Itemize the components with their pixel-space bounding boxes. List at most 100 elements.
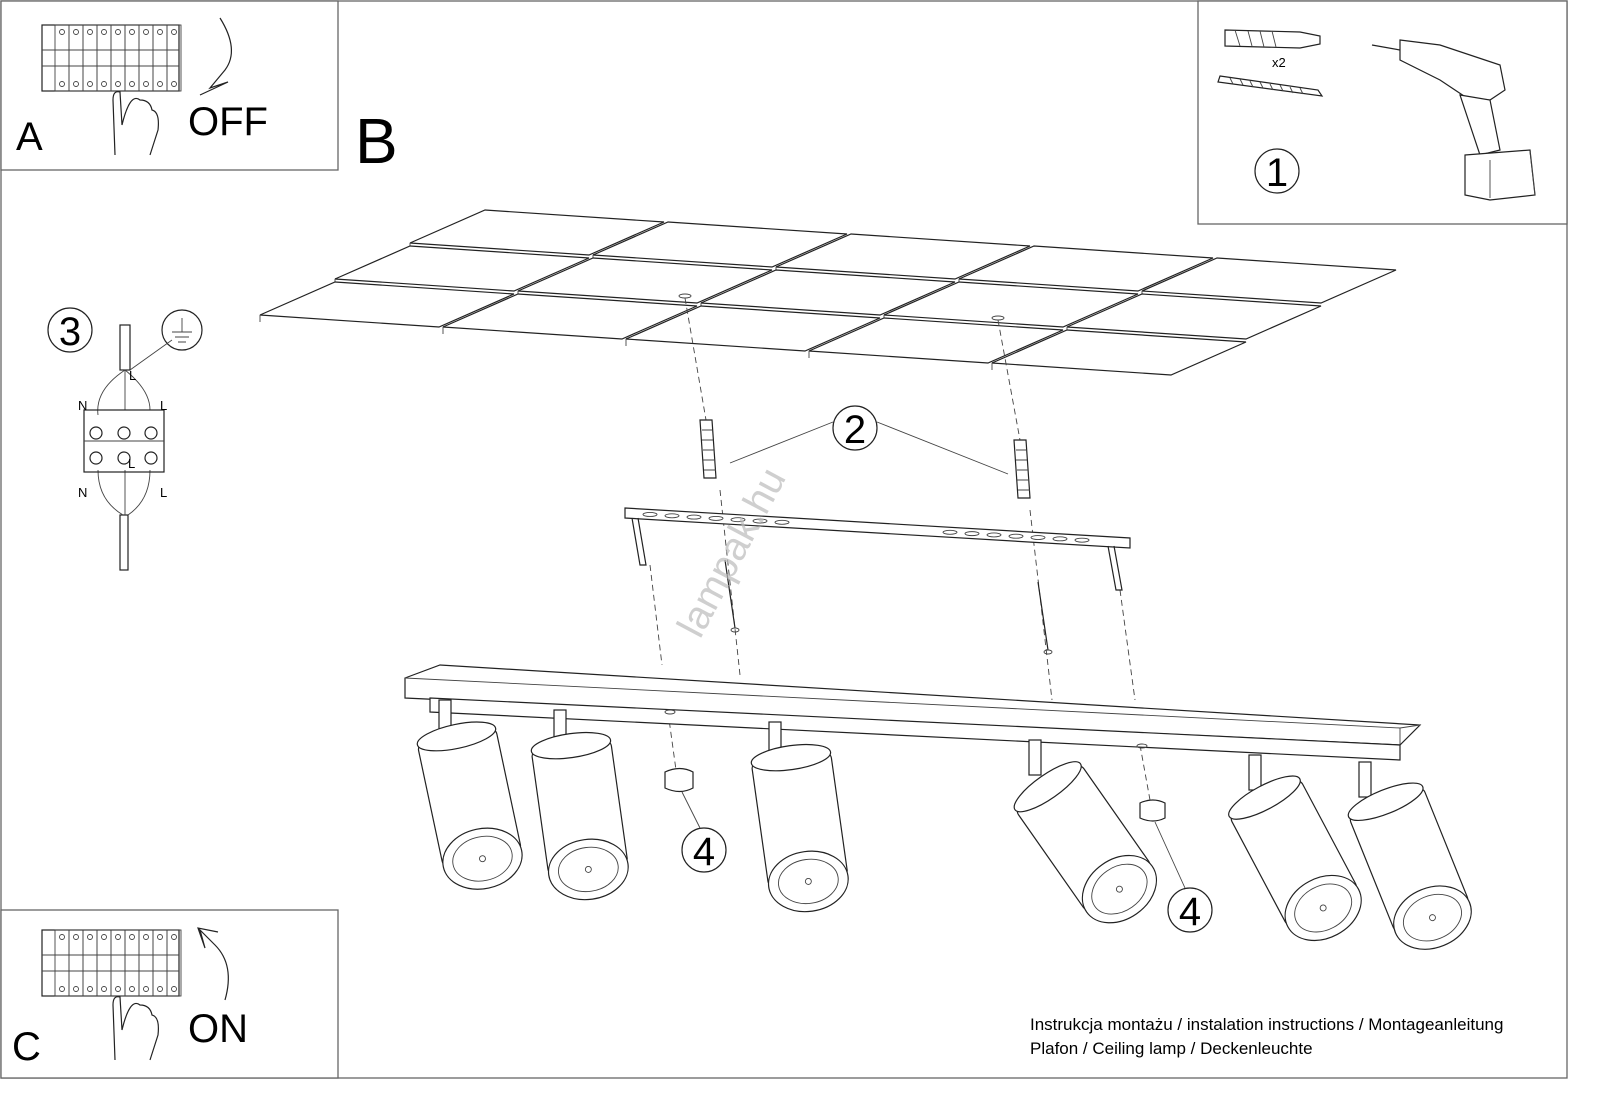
ceiling-tile <box>442 293 698 340</box>
caption-line-2: Plafon / Ceiling lamp / Deckenleuchte <box>1030 1039 1313 1058</box>
bracket-slot <box>942 529 958 535</box>
spotlight-top <box>750 743 832 772</box>
terminal-screw <box>115 29 121 35</box>
spotlight-stem <box>1028 739 1042 776</box>
caption-line-1: Instrukcja montażu / instalation instruc… <box>1030 1015 1503 1034</box>
terminal-screw <box>143 986 149 992</box>
breaker-panel-icon <box>41 929 182 997</box>
bracket-slot <box>1074 537 1090 543</box>
spotlight-lens <box>1294 883 1353 933</box>
arrow-up-icon <box>197 927 229 1001</box>
terminal-screw <box>59 81 65 87</box>
terminal-screw <box>171 934 177 940</box>
terminal-screw <box>101 81 107 87</box>
spotlight-stem <box>1358 761 1372 798</box>
spotlight-lens <box>1091 863 1148 915</box>
terminal-screw <box>157 29 163 35</box>
bracket-slot <box>664 513 680 519</box>
ceiling-tile <box>517 257 773 304</box>
bracket-slot <box>1030 535 1046 540</box>
wall-plug-right <box>1013 439 1031 499</box>
spotlight-body <box>750 743 849 913</box>
step-1-marker <box>1254 148 1300 194</box>
label-l-top: L <box>160 398 167 413</box>
terminal-screw <box>87 986 93 992</box>
terminal-screw <box>101 29 107 35</box>
spotlight <box>1228 754 1362 942</box>
bracket-slot <box>964 531 980 537</box>
panel-b-letter: B <box>355 105 398 177</box>
terminal-screw <box>129 934 135 940</box>
spotlight <box>416 699 523 890</box>
terminal-screw <box>115 986 121 992</box>
step-2-number: 2 <box>844 408 866 452</box>
terminal-screw <box>115 81 121 87</box>
wall-plug-icon <box>1224 29 1321 49</box>
ceiling-tile <box>991 329 1247 376</box>
spotlight-body <box>1013 761 1158 924</box>
off-label: OFF <box>188 100 268 144</box>
spotlight-center <box>1115 885 1123 893</box>
hand-icon <box>112 91 159 156</box>
spotlight-top <box>530 731 612 760</box>
spotlight-body <box>530 731 629 901</box>
drill-icon <box>1371 39 1536 201</box>
breaker <box>166 24 182 92</box>
ceiling-tile <box>1141 257 1397 304</box>
spotlight-body <box>1228 775 1362 942</box>
ceiling-tile <box>625 305 881 352</box>
spotlight <box>750 721 849 913</box>
bracket-slot <box>642 512 658 517</box>
spotlights <box>416 699 1472 950</box>
bracket-slot <box>986 532 1002 538</box>
terminal-screw <box>87 29 93 35</box>
terminal-screw <box>171 29 177 35</box>
terminal-screw <box>73 986 79 992</box>
bracket-slot <box>1008 533 1024 539</box>
panel-a-letter: A <box>16 115 43 159</box>
spotlight-lens <box>778 858 839 905</box>
terminal-screw <box>87 81 93 87</box>
wall-plug-left <box>699 419 717 479</box>
cable <box>119 514 129 571</box>
step-1-number: 1 <box>1266 151 1288 195</box>
spotlight-center <box>1429 914 1436 922</box>
terminal-screw <box>157 934 163 940</box>
step-4-number-right: 4 <box>1179 890 1201 934</box>
spotlight-lens-rim <box>1284 874 1362 942</box>
ceiling-tile <box>775 233 1031 280</box>
terminal-screw <box>171 986 177 992</box>
terminal-screw <box>101 986 107 992</box>
spotlight-top <box>1347 782 1424 821</box>
ceiling-tile <box>958 245 1214 292</box>
terminal-screw <box>143 934 149 940</box>
spotlight-top <box>1013 761 1082 813</box>
terminal-screw <box>73 934 79 940</box>
ceiling-tile <box>259 281 515 328</box>
breaker <box>166 929 182 997</box>
step-4-marker-left <box>681 827 727 873</box>
hand-icon <box>112 996 159 1061</box>
terminal-screw <box>59 934 65 940</box>
spotlight-center <box>479 855 486 863</box>
wiring-diagram: 3 N L L L N L <box>47 307 203 571</box>
terminal-screw <box>59 986 65 992</box>
spotlight <box>1013 739 1158 924</box>
step-4-number-left: 4 <box>693 830 715 874</box>
spotlight-body <box>416 721 523 890</box>
spotlight-center <box>1319 904 1327 912</box>
panel-a-power-off: A OFF <box>0 0 339 171</box>
terminal-screw <box>129 986 135 992</box>
terminal-screw <box>129 29 135 35</box>
spotlight-lens-rim <box>1393 885 1472 950</box>
spotlight-body <box>1347 782 1472 950</box>
label-l-mid-bottom: L <box>128 456 135 471</box>
bracket-slot <box>1052 536 1068 542</box>
ceiling-tile <box>808 317 1064 364</box>
ceiling-tile <box>592 221 848 268</box>
breaker-panel-icon <box>41 24 182 92</box>
spotlight-center <box>804 877 812 885</box>
lamp-base-bar <box>404 664 1422 761</box>
screw-cap-left <box>664 767 694 793</box>
